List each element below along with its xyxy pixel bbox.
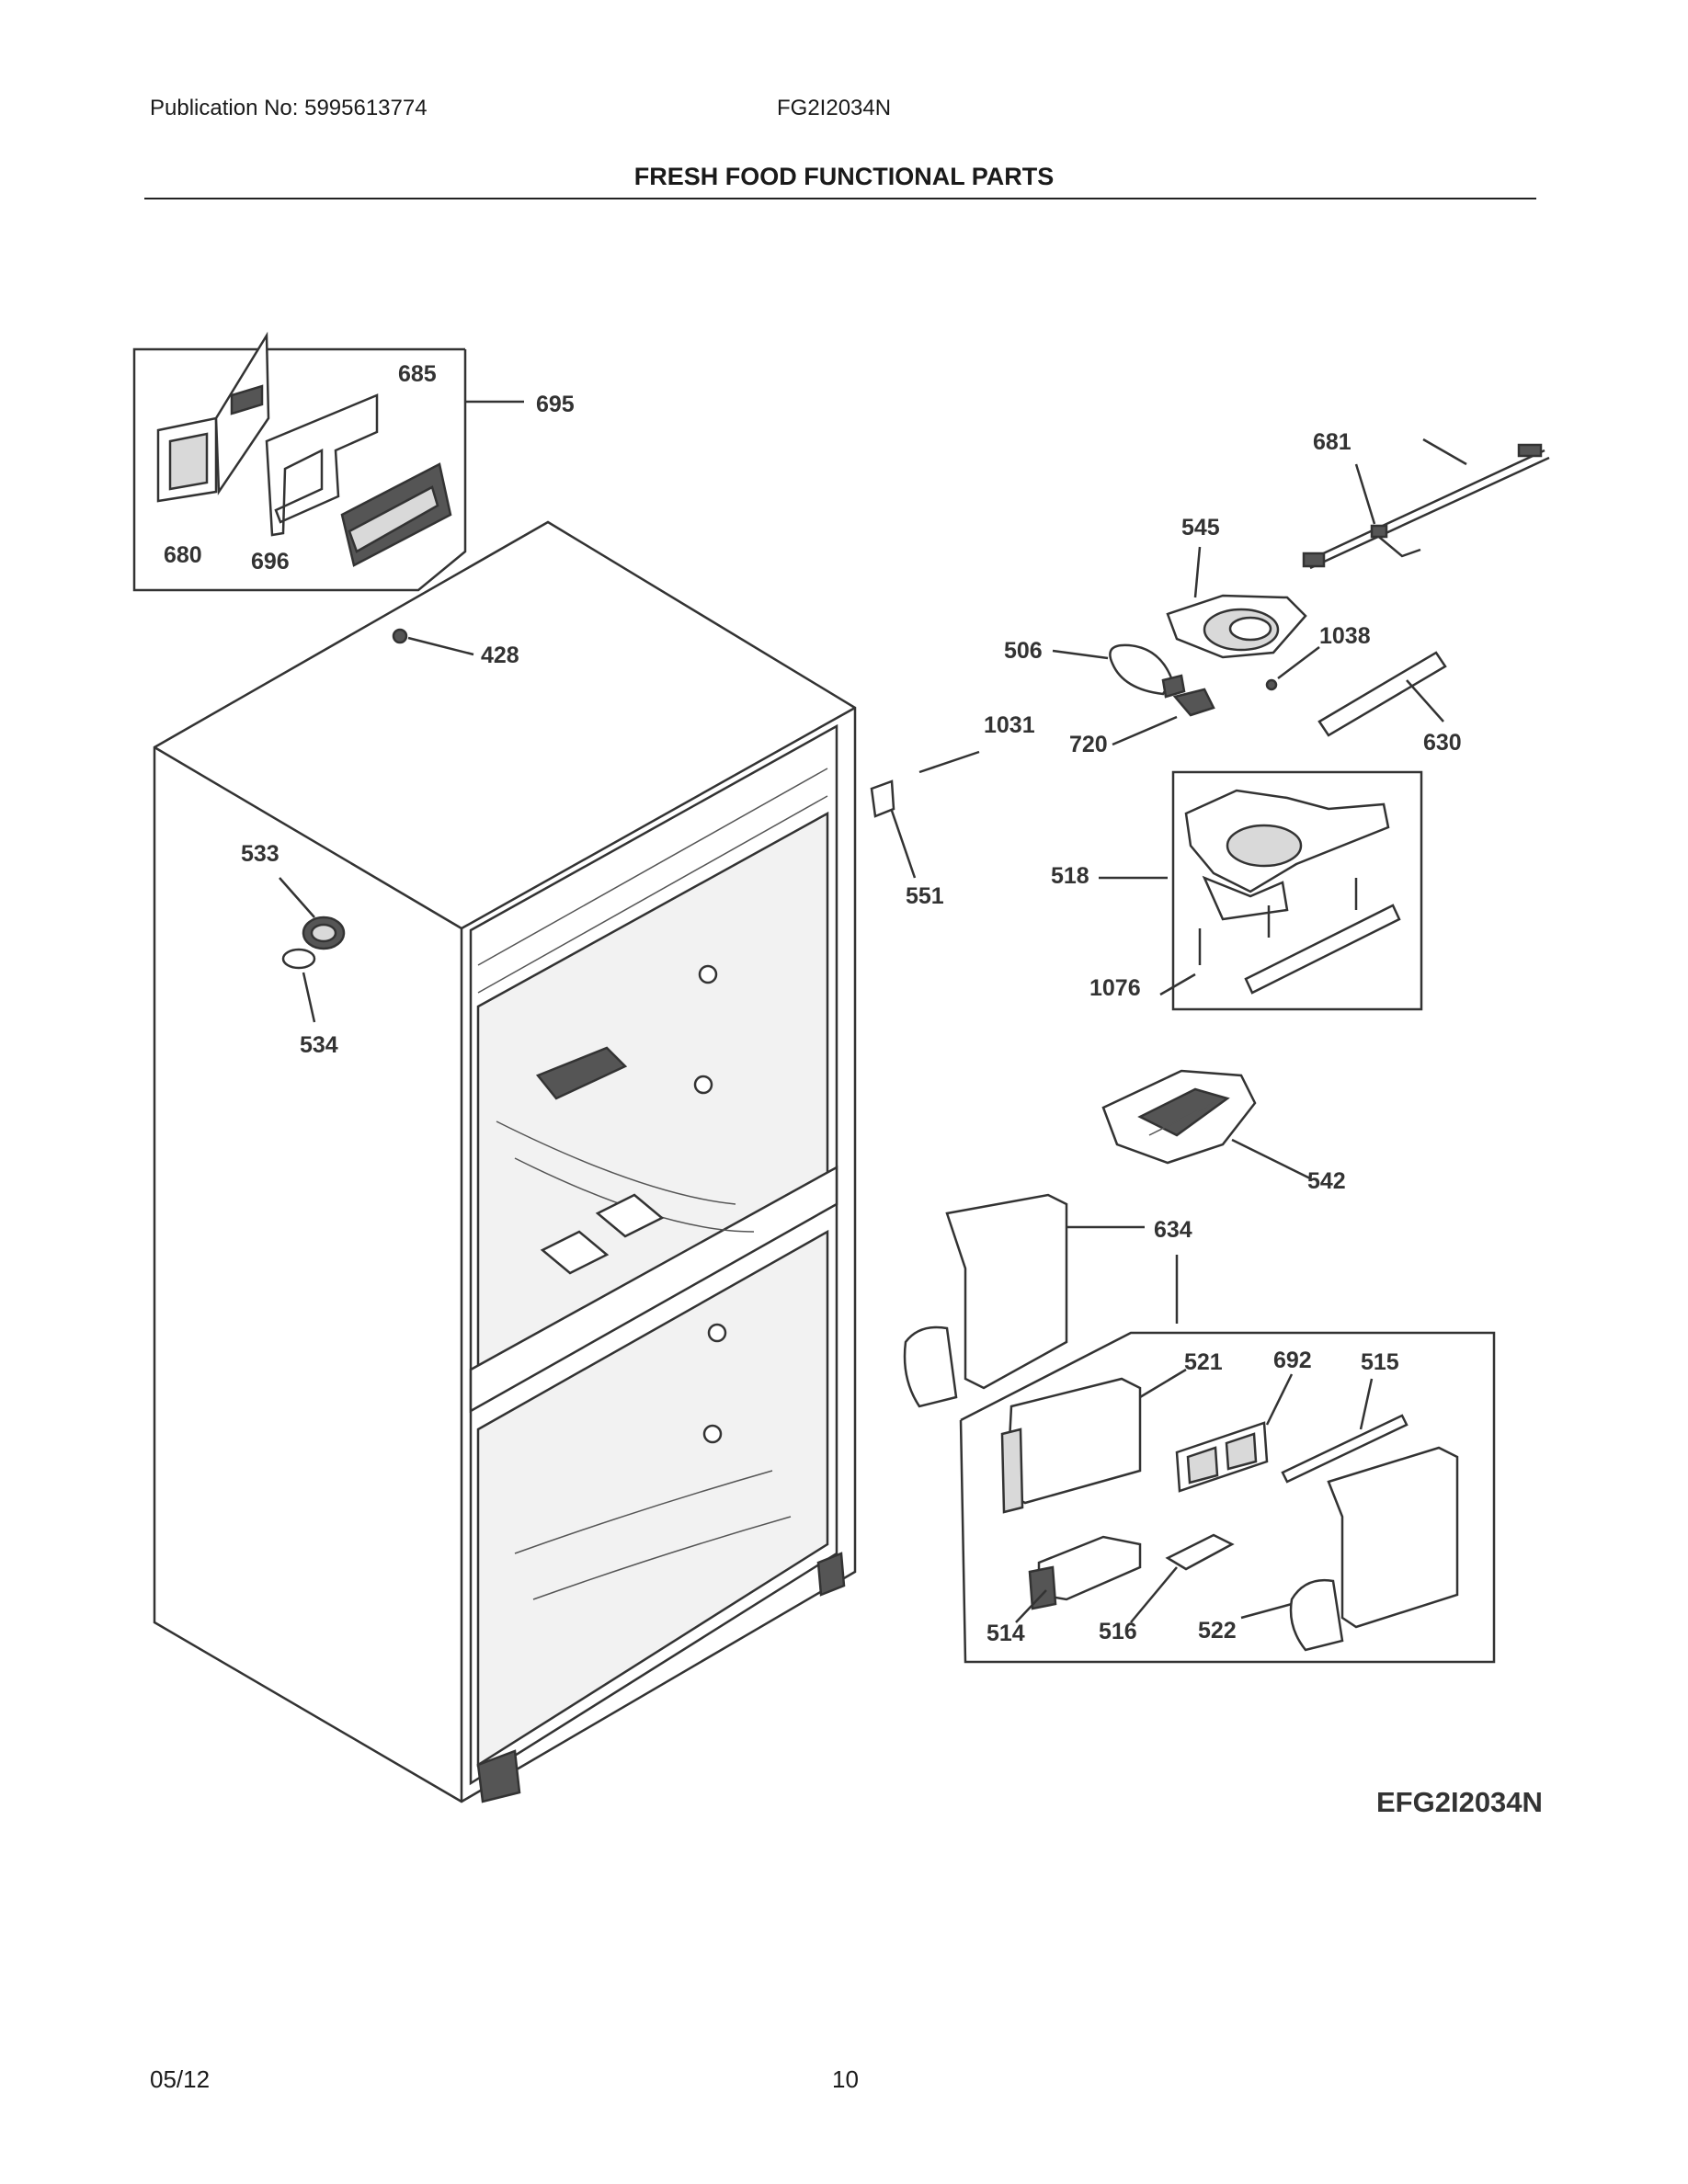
control-board (1265, 646, 1447, 737)
label-542: 542 (1307, 1168, 1346, 1194)
publication-number: Publication No: 5995613774 (150, 96, 428, 120)
refrigerator-cabinet (153, 520, 857, 1803)
light-housing-box (1099, 770, 1423, 1011)
label-522: 522 (1198, 1618, 1237, 1644)
label-634: 634 (1154, 1217, 1192, 1243)
lamp-cover (1166, 546, 1307, 659)
label-1031: 1031 (984, 712, 1035, 738)
label-516: 516 (1099, 1619, 1137, 1644)
air-diffuser-assembly (903, 1193, 1496, 1664)
label-514: 514 (987, 1621, 1025, 1646)
lamp-bulb-and-socket (1052, 643, 1215, 746)
diagram-code: EFG2I2034N (1376, 1786, 1543, 1818)
label-545: 545 (1181, 515, 1220, 540)
label-515: 515 (1361, 1349, 1399, 1375)
page-number: 10 (832, 2065, 859, 2093)
label-692: 692 (1273, 1348, 1312, 1373)
label-681: 681 (1313, 429, 1352, 455)
vent-and-plug (279, 877, 346, 1023)
light-switch (870, 750, 980, 879)
label-685: 685 (398, 361, 437, 387)
wiring-harness (1302, 438, 1550, 570)
label-695: 695 (536, 392, 575, 417)
label-518: 518 (1051, 863, 1089, 889)
label-630: 630 (1423, 730, 1462, 756)
drip-tray (1101, 1069, 1311, 1180)
label-551: 551 (906, 883, 944, 909)
label-428: 428 (481, 643, 519, 668)
model-number: FG2I2034N (777, 96, 892, 120)
label-680: 680 (164, 542, 202, 568)
label-521: 521 (1184, 1349, 1223, 1375)
label-534: 534 (300, 1032, 338, 1058)
page-title: FRESH FOOD FUNCTIONAL PARTS (633, 163, 1055, 190)
title-divider (144, 198, 1536, 199)
label-720: 720 (1069, 732, 1108, 757)
label-1038: 1038 (1319, 623, 1371, 649)
label-696: 696 (251, 549, 290, 574)
label-533: 533 (241, 841, 279, 867)
handle-inset-box (132, 331, 524, 592)
label-506: 506 (1004, 638, 1043, 664)
label-1076: 1076 (1089, 975, 1141, 1001)
publication-date: 05/12 (150, 2065, 211, 2093)
